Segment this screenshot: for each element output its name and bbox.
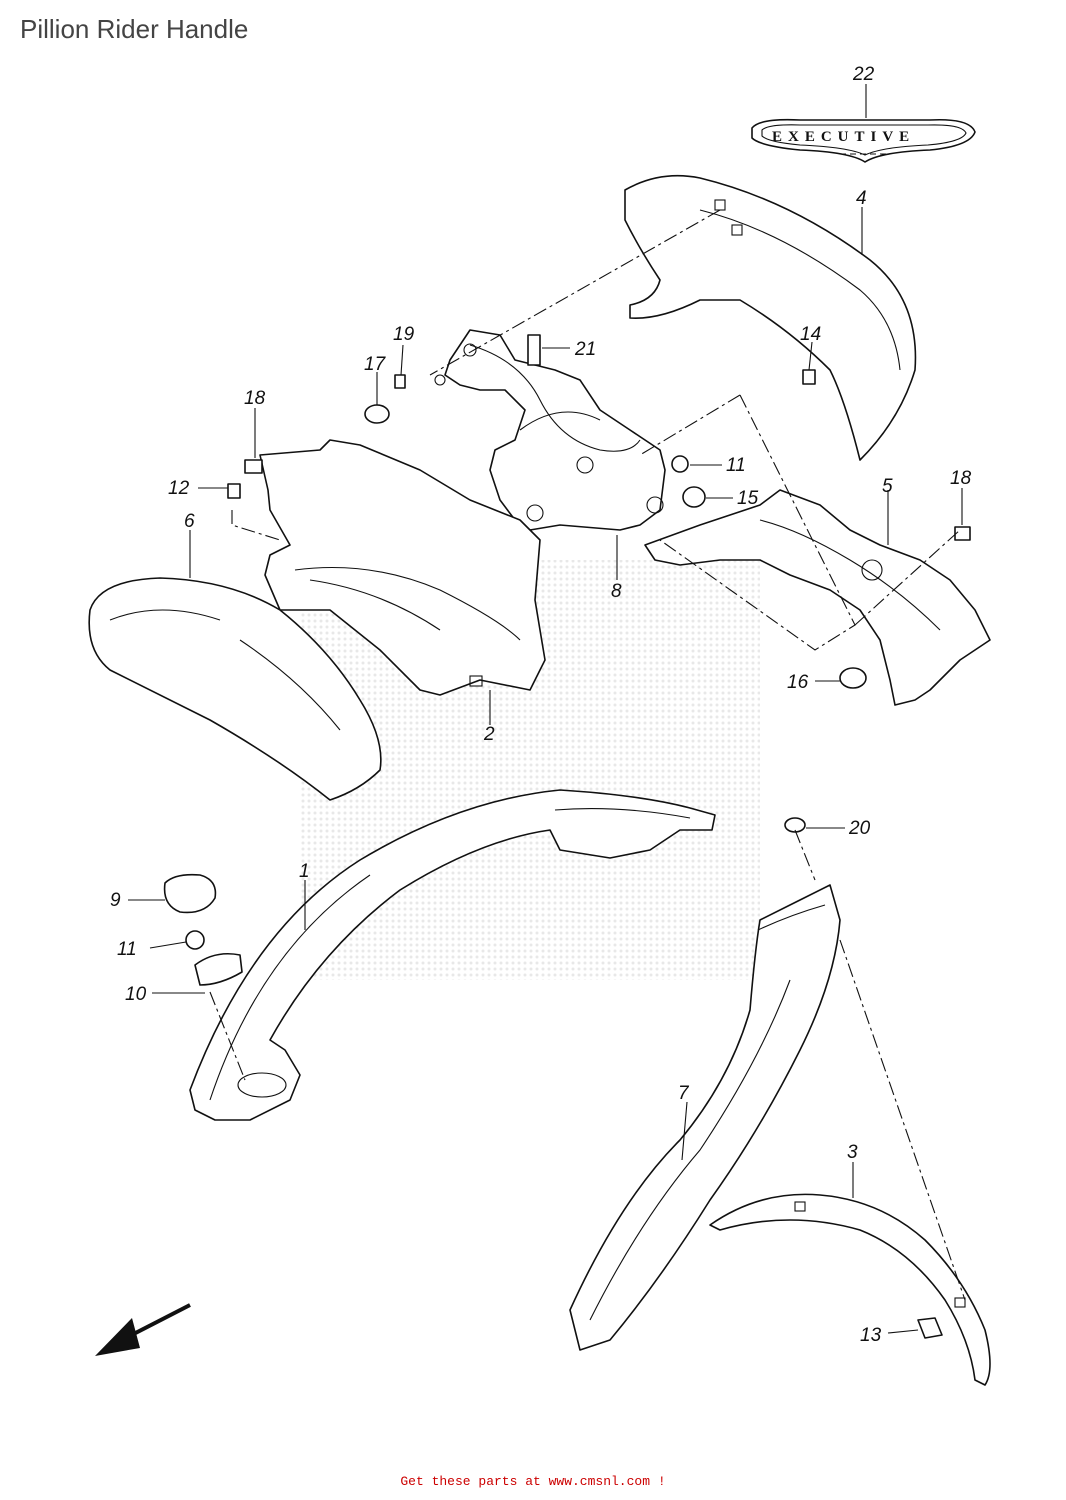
callout-16: 16 [787,672,809,693]
small-hardware [163,334,971,1339]
callout-17: 17 [364,354,387,375]
callout-19: 19 [393,324,415,345]
callout-9: 9 [110,890,121,911]
part-22-emblem: EXECUTIVE [751,118,976,163]
part-4-cover [624,174,917,461]
callout-3: 3 [847,1142,858,1163]
footer-parts-link[interactable]: Get these parts at www.cmsnl.com ! [400,1474,666,1489]
callout-10: 10 [125,984,147,1005]
emblem-text: EXECUTIVE [772,129,915,145]
callout-11-upper: 11 [726,455,746,476]
callout-21: 21 [574,339,596,360]
callout-6: 6 [184,511,195,532]
leader-lines [128,84,963,1334]
callout-1: 1 [299,861,310,882]
callout-5: 5 [882,476,893,497]
callout-labels: 22 4 14 19 21 17 18 12 11 15 5 18 6 8 16… [110,64,972,1346]
callout-4: 4 [856,188,867,209]
part-8-frame [434,329,666,531]
part-5-trim [644,489,991,706]
callout-14: 14 [800,324,821,345]
part-6-pad [88,577,382,801]
callout-7: 7 [678,1083,690,1104]
page-title: Pillion Rider Handle [20,14,249,44]
part-1-grab-handle [189,789,716,1121]
part-2-panel [259,439,546,696]
callout-22: 22 [852,64,875,85]
arrow-front-indicator-icon [95,1303,191,1356]
callout-2: 2 [483,724,495,745]
callout-8: 8 [611,581,622,602]
callout-18-right: 18 [950,468,972,489]
callout-18-left: 18 [244,388,266,409]
callout-15: 15 [737,488,759,509]
alignment-lines [209,209,966,1301]
part-7-grab-handle [569,884,841,1351]
callout-12: 12 [168,478,190,499]
callout-13: 13 [860,1325,882,1346]
callout-11-lower: 11 [117,939,137,960]
part-3-trim [709,1193,991,1386]
callout-20: 20 [848,818,871,839]
